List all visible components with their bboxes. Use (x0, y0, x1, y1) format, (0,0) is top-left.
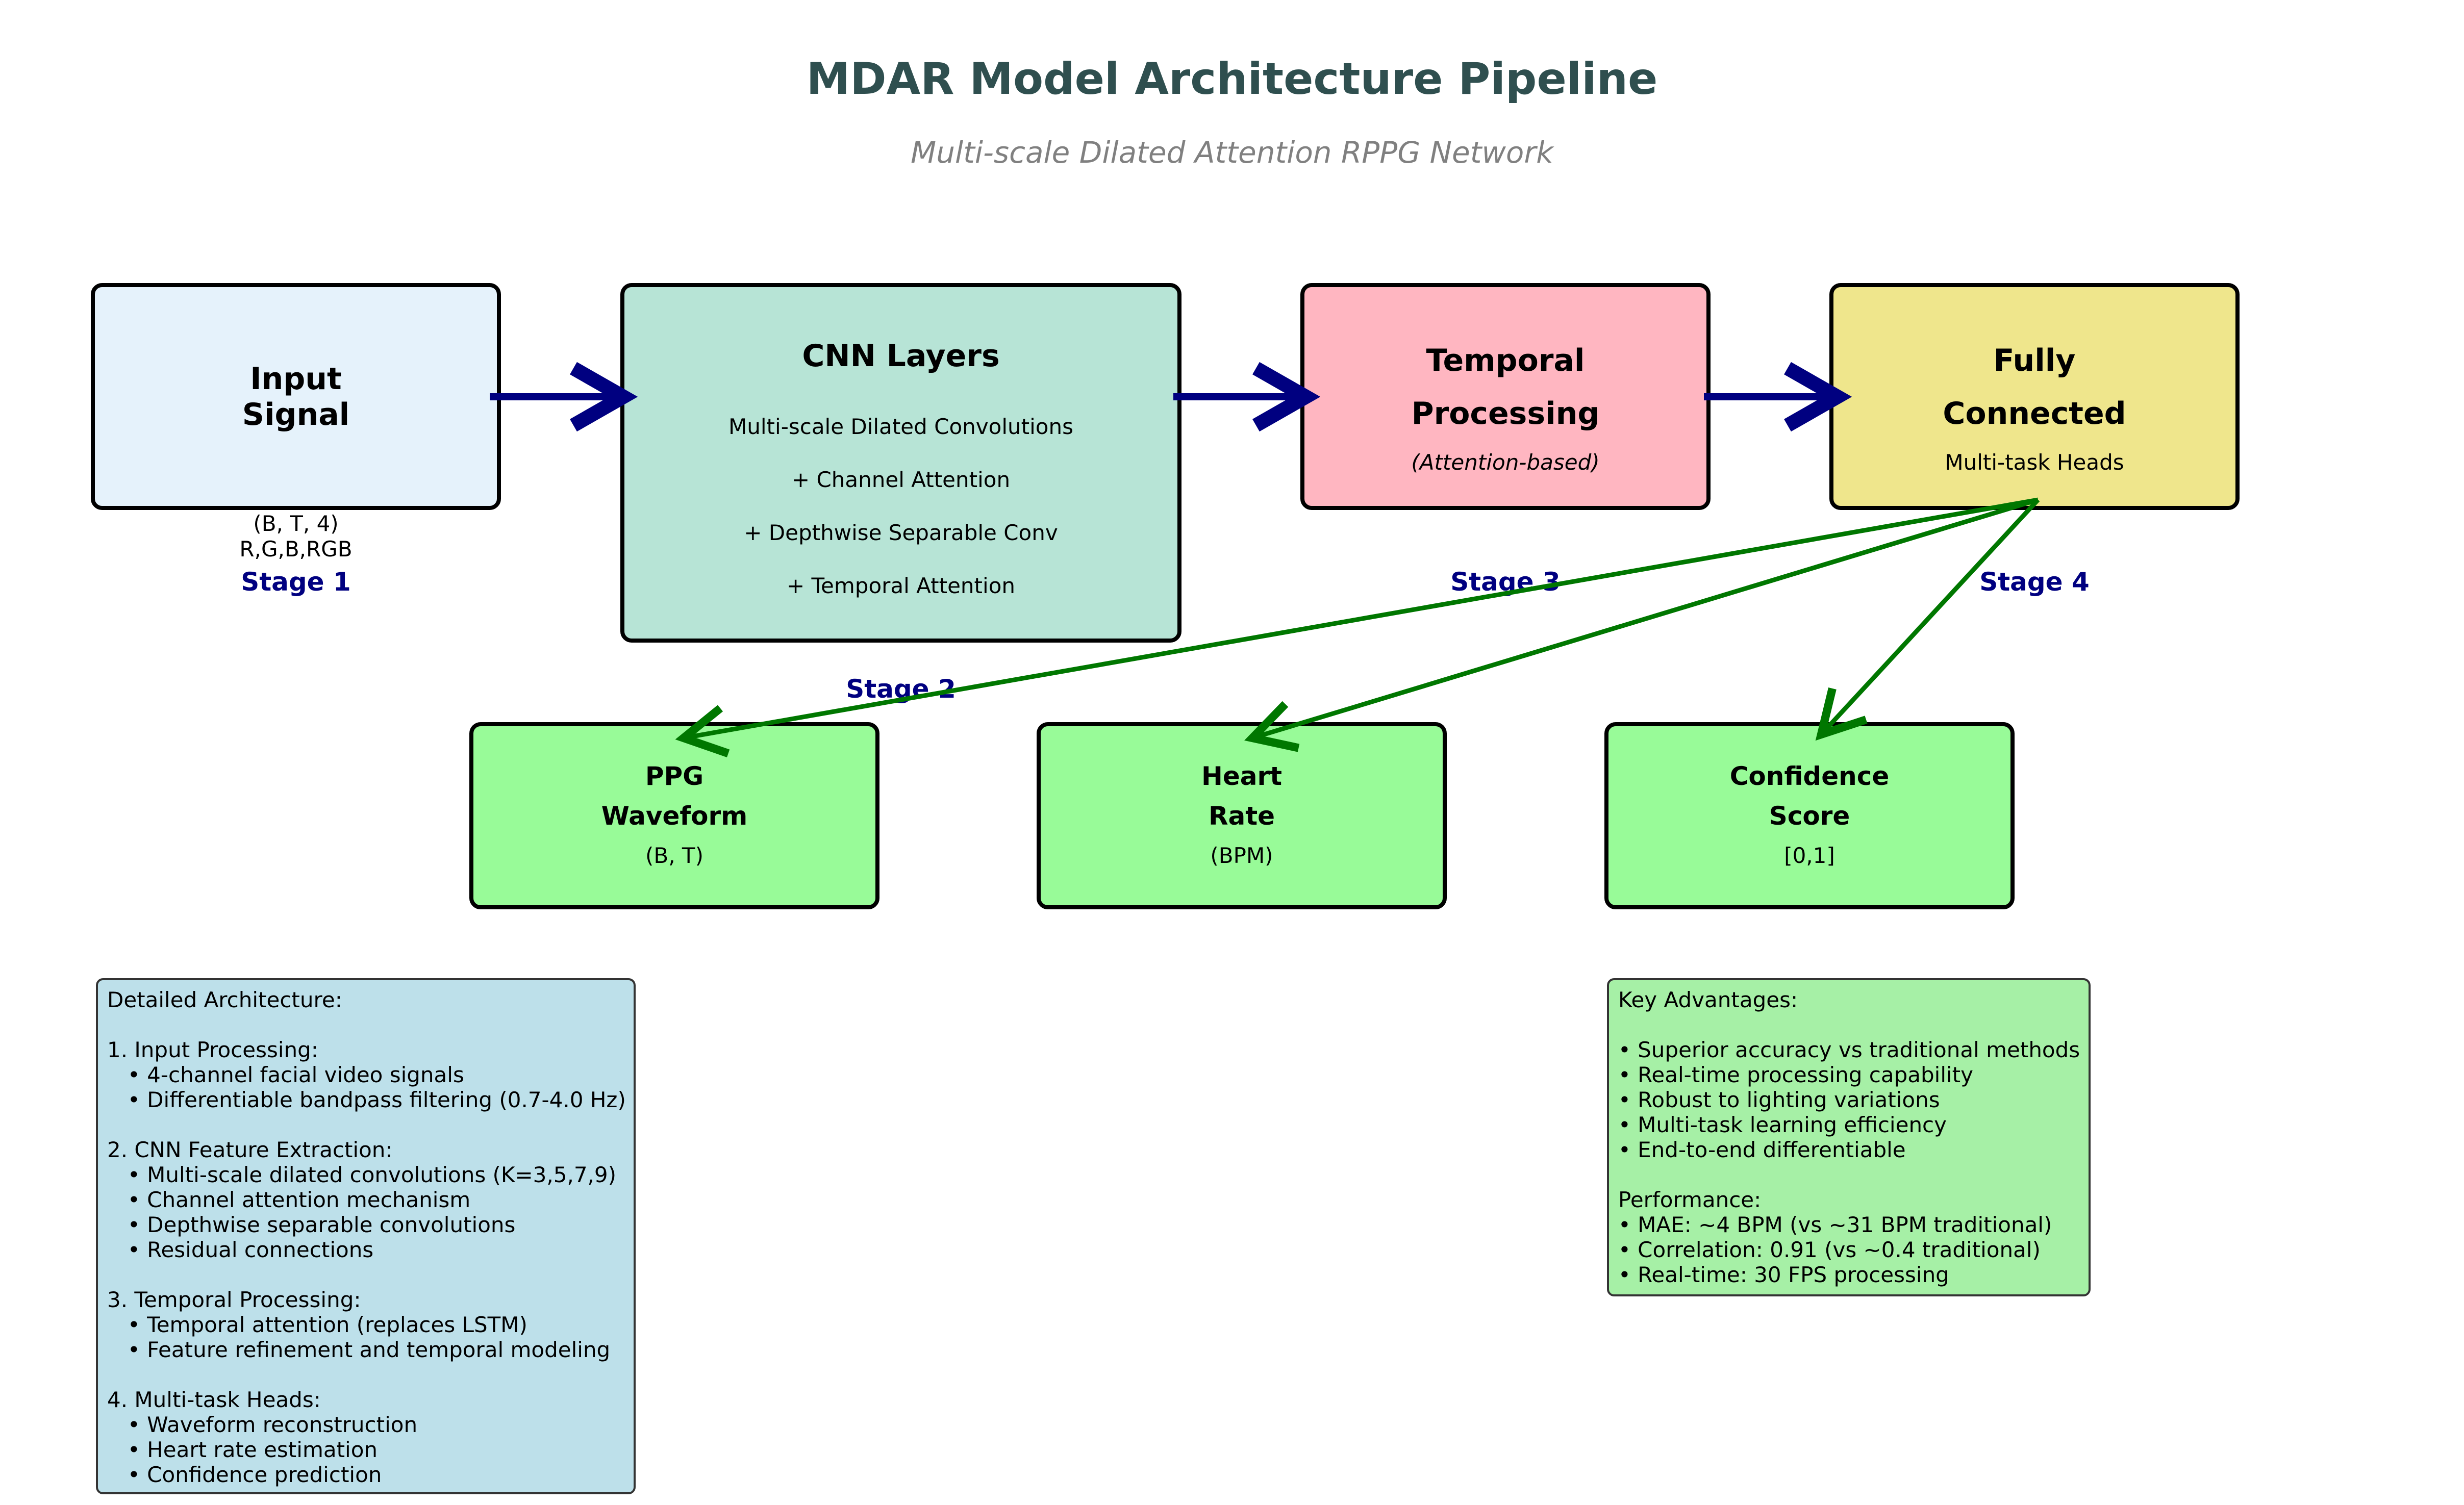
panel-line: • Waveform reconstruction (107, 1412, 418, 1437)
panel-line (107, 1012, 624, 1037)
cnn-title: CNN Layers (802, 338, 1000, 374)
output-confidence-score-box: Confidence Score [0,1] (1604, 722, 2015, 909)
panel-line: • Multi-scale dilated convolutions (K=3,… (107, 1162, 616, 1187)
advantages-text: Key Advantages: • Superior accuracy vs tr… (1618, 987, 2080, 1287)
fc-title-line1: Fully (1993, 342, 2076, 378)
panel-line: • Temporal attention (replaces LSTM) (107, 1312, 527, 1337)
panel-line: • Depthwise separable convolutions (107, 1212, 516, 1237)
panel-line: • Correlation: 0.91 (vs ~0.4 traditional… (1618, 1237, 2041, 1262)
output-sub: [0,1] (1784, 843, 1835, 868)
output-title-line2: Waveform (601, 801, 748, 831)
output-title-line2: Score (1769, 801, 1850, 831)
panel-line (107, 1362, 624, 1387)
stage-1-label: Stage 1 (241, 567, 351, 597)
output-title-line1: Heart (1201, 761, 1283, 791)
input-channels-label: R,G,B,RGB (239, 537, 353, 562)
stage-4-label: Stage 4 (1979, 567, 2090, 597)
panel-line: • Superior accuracy vs traditional metho… (1618, 1037, 2080, 1062)
panel-line: • Multi-task learning efficiency (1618, 1112, 1947, 1137)
diagram-title: MDAR Model Architecture Pipeline (806, 54, 1658, 105)
panel-line: 1. Input Processing: (107, 1037, 318, 1062)
input-title-line2: Signal (242, 396, 350, 432)
panel-line (1618, 1162, 2079, 1187)
stage-3-label: Stage 3 (1450, 567, 1561, 597)
output-sub: (BPM) (1210, 843, 1273, 868)
arrow-fc-to-confidence (1815, 498, 2040, 741)
output-ppg-waveform-box: PPG Waveform (B, T) (469, 722, 879, 909)
output-title-line2: Rate (1208, 801, 1275, 831)
panel-line: • 4-channel facial video signals (107, 1062, 464, 1087)
panel-line: • End-to-end differentiable (1618, 1137, 1906, 1162)
fc-note: Multi-task Heads (1945, 449, 2124, 475)
temporal-title-line1: Temporal (1426, 342, 1585, 378)
output-title-line1: PPG (645, 761, 704, 791)
input-shape-label: (B, T, 4) (253, 511, 339, 536)
cnn-item: Multi-scale Dilated Convolutions (728, 414, 1073, 439)
temporal-processing-box: Temporal Processing (Attention-based) (1300, 283, 1711, 510)
details-text: Detailed Architecture: 1. Input Processin… (107, 987, 626, 1487)
detailed-architecture-panel: Detailed Architecture: 1. Input Processin… (96, 978, 636, 1494)
fc-title-line2: Connected (1943, 395, 2126, 431)
cnn-item: + Temporal Attention (786, 573, 1016, 598)
panel-line: Key Advantages: (1618, 987, 1798, 1012)
panel-line: • Heart rate estimation (107, 1437, 378, 1462)
panel-line: • Robust to lighting variations (1618, 1087, 1940, 1112)
panel-line (1618, 1012, 2079, 1037)
diagram-subtitle: Multi-scale Dilated Attention RPPG Netwo… (911, 135, 1553, 170)
cnn-layers-box: CNN Layers Multi-scale Dilated Convoluti… (620, 283, 1181, 643)
output-title-line1: Confidence (1729, 761, 1890, 791)
input-signal-box: Input Signal (91, 283, 501, 510)
panel-line: • Feature refinement and temporal modeli… (107, 1337, 611, 1362)
panel-line (107, 1112, 624, 1137)
panel-line: • Residual connections (107, 1237, 374, 1262)
temporal-title-line2: Processing (1411, 395, 1600, 431)
output-heart-rate-box: Heart Rate (BPM) (1037, 722, 1447, 909)
panel-line: • Channel attention mechanism (107, 1187, 471, 1212)
panel-line: Detailed Architecture: (107, 987, 342, 1012)
output-sub: (B, T) (645, 843, 703, 868)
panel-line (107, 1262, 624, 1287)
panel-line: 3. Temporal Processing: (107, 1287, 361, 1312)
panel-line: • Real-time processing capability (1618, 1062, 1973, 1087)
panel-line: • Confidence prediction (107, 1462, 382, 1487)
fully-connected-box: Fully Connected Multi-task Heads (1829, 283, 2240, 510)
stage-2-label: Stage 2 (846, 674, 956, 704)
panel-line: Performance: (1618, 1187, 1762, 1212)
panel-line: 2. CNN Feature Extraction: (107, 1137, 393, 1162)
key-advantages-panel: Key Advantages: • Superior accuracy vs tr… (1607, 978, 2091, 1296)
cnn-item: + Channel Attention (791, 467, 1011, 492)
panel-line: 4. Multi-task Heads: (107, 1387, 321, 1412)
panel-line: • Real-time: 30 FPS processing (1618, 1262, 1949, 1287)
temporal-note: (Attention-based) (1411, 449, 1600, 475)
input-title-line1: Input (250, 361, 342, 397)
panel-line: • MAE: ~4 BPM (vs ~31 BPM traditional) (1618, 1212, 2052, 1237)
cnn-item: + Depthwise Separable Conv (744, 520, 1058, 545)
panel-line: • Differentiable bandpass filtering (0.7… (107, 1087, 626, 1112)
arrow-fc-to-heart-rate (1244, 497, 2039, 752)
